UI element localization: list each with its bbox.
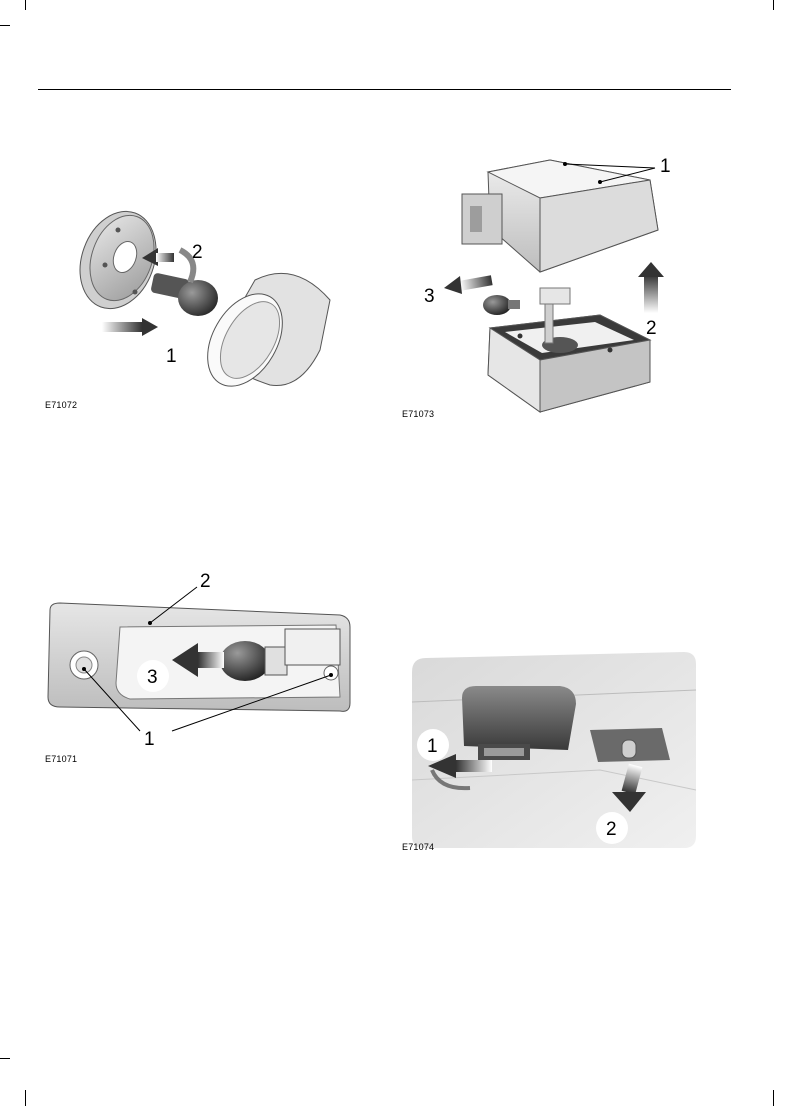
header-rule xyxy=(38,89,731,90)
callout-1: 1 xyxy=(144,729,155,750)
crop-mark-bl-h xyxy=(0,1058,10,1059)
callout-2: 2 xyxy=(606,819,617,840)
figure-code: E71072 xyxy=(45,400,77,410)
crop-mark-bl-v xyxy=(25,1090,26,1106)
number-plate-lamp-illustration: 3 2 1 xyxy=(40,565,360,770)
figure-e71074: 1 2 E71074 xyxy=(400,650,705,855)
crop-mark-tl-v xyxy=(25,0,26,10)
callout-1: 1 xyxy=(427,736,438,757)
crop-mark-tr-v xyxy=(773,0,774,10)
figure-code: E71074 xyxy=(402,842,434,852)
figure-e71072: 2 1 E71072 xyxy=(40,200,340,415)
callout-2: 2 xyxy=(646,318,657,339)
figure-code: E71071 xyxy=(45,754,77,764)
callout-1: 1 xyxy=(166,346,177,367)
figure-code: E71073 xyxy=(402,409,434,419)
figure-e71073: 1 2 3 E71073 xyxy=(400,150,700,425)
callout-3: 3 xyxy=(147,667,158,688)
interior-lamp-illustration: 1 2 xyxy=(400,650,705,855)
crop-mark-tl-h xyxy=(0,25,10,26)
bulb-holder-illustration: 2 1 xyxy=(40,200,340,415)
crop-mark-br-v xyxy=(773,1090,774,1106)
figure-e71071: 3 2 1 E71071 xyxy=(40,565,360,770)
callout-2: 2 xyxy=(192,242,203,263)
lamp-housing-illustration: 1 2 3 xyxy=(400,150,700,425)
callout-3: 3 xyxy=(424,286,435,307)
callout-2: 2 xyxy=(200,571,211,592)
callout-1: 1 xyxy=(660,156,671,177)
